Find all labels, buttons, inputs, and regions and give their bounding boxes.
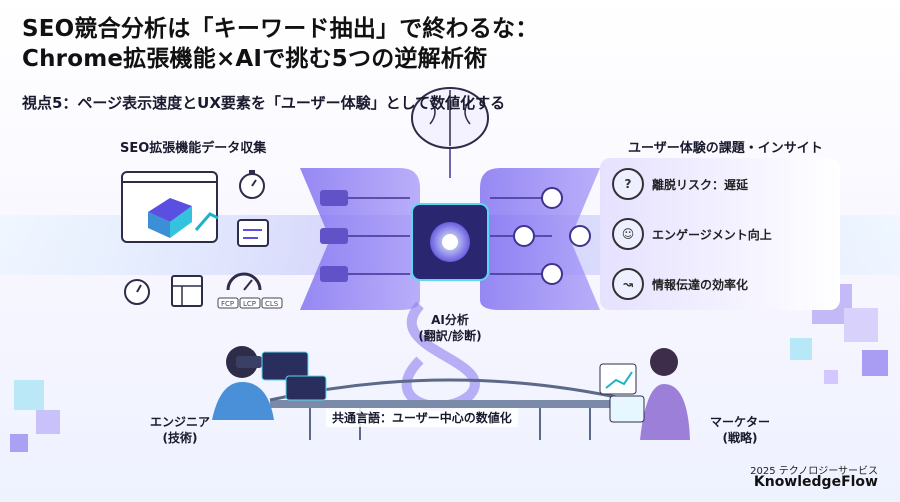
browser-window-icon — [121, 171, 219, 243]
insight-item-efficiency: ↝ 情報伝達の効率化 — [612, 264, 832, 304]
data-module-icon — [320, 228, 348, 244]
metric-cls: CLS — [265, 300, 279, 308]
brand-year-line: 2025 テクノロジーサービス — [750, 466, 878, 477]
title-line-1: SEO競合分析は「キーワード抽出」で終わるな： — [22, 16, 539, 42]
layout-grid-icon — [171, 275, 203, 307]
insight-label: 離脱リスク：遅延 — [652, 177, 749, 192]
left-section-title: SEO拡張機能データ収集 — [120, 141, 267, 156]
confused-face-icon: ? — [612, 168, 644, 200]
bridge-label: 共通言語：ユーザー中心の数値化 — [326, 408, 518, 427]
user-node-icon — [569, 225, 591, 247]
path-icon: ↝ — [612, 268, 644, 300]
report-chart-icon — [599, 363, 637, 395]
marketer-figure — [599, 348, 690, 440]
ai-hub — [300, 130, 600, 310]
tablet-icon — [609, 395, 645, 423]
ai-analysis-line-1: AI分析 — [431, 313, 469, 327]
user-node-icon — [513, 225, 535, 247]
happy-face-icon: ☺ — [612, 218, 644, 250]
title-line-2: Chrome拡張機能×AIで挑む5つの逆解析術 — [22, 46, 488, 72]
web-vitals-badges: FCP LCP CLS — [217, 297, 283, 309]
web-form-icon — [237, 219, 269, 247]
insight-label: エンゲージメント向上 — [652, 227, 772, 242]
engineer-line-2: (技術) — [162, 431, 198, 445]
brand-name: KnowledgeFlow — [753, 474, 878, 490]
marketer-label: マーケター (戦略) — [700, 414, 780, 446]
right-section-title: ユーザー体験の課題・インサイト — [628, 141, 823, 156]
page-subtitle: 視点5：ページ表示速度とUX要素を「ユーザー体験」として数値化する — [22, 94, 506, 112]
decorative-cubes-left — [10, 380, 60, 452]
page-title: SEO競合分析は「キーワード抽出」で終わるな： Chrome拡張機能×AIで挑む… — [22, 14, 538, 74]
user-node-icon — [541, 263, 563, 285]
data-module-icon — [320, 266, 348, 282]
metric-fcp: FCP — [221, 300, 234, 308]
marketer-line-2: (戦略) — [722, 431, 758, 445]
ai-analysis-line-2: (翻訳/診断) — [418, 329, 482, 343]
hologram-screen-icon — [285, 375, 327, 401]
user-node-icon — [541, 187, 563, 209]
engineer-label: エンジニア (技術) — [140, 414, 220, 446]
timer-icon — [124, 279, 150, 305]
speed-gauge-icon — [226, 272, 262, 291]
engineer-figure — [212, 346, 327, 420]
hologram-screen-icon — [261, 351, 309, 381]
ribbon-flow — [401, 301, 480, 412]
brain-icon — [411, 87, 489, 149]
vr-headset-icon — [236, 356, 262, 368]
data-module-icon — [320, 190, 348, 206]
ai-analysis-label: AI分析 (翻訳/診断) — [408, 312, 492, 344]
marketer-line-1: マーケター — [709, 415, 770, 429]
stopwatch-icon — [239, 170, 265, 199]
insight-item-engagement: ☺ エンゲージメント向上 — [612, 214, 832, 254]
engineer-line-1: エンジニア — [149, 415, 210, 429]
insight-label: 情報伝達の効率化 — [652, 277, 749, 292]
insight-item-churn: ? 離脱リスク：遅延 — [612, 164, 832, 204]
metric-lcp: LCP — [243, 300, 256, 308]
